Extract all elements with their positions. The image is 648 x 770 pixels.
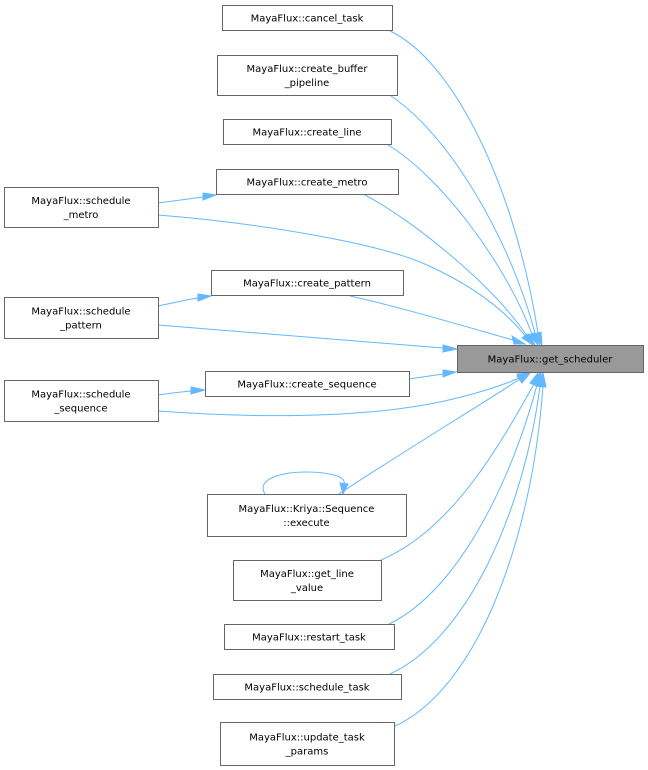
edge-kriya_sequence_execute-to-kriya_sequence_execute xyxy=(262,471,349,496)
edge-line xyxy=(349,295,514,341)
node-label: MayaFlux::get_line xyxy=(260,569,354,580)
edge-schedule_sequence-to-create_sequence xyxy=(157,386,206,396)
node-label: MayaFlux::get_scheduler xyxy=(488,355,614,366)
edge-line xyxy=(262,471,345,495)
node-create-sequence[interactable]: MayaFlux::create_sequence xyxy=(205,371,410,397)
node-box[interactable] xyxy=(207,494,407,537)
node-label: _pipeline xyxy=(284,78,330,89)
node-label: MayaFlux::restart_task xyxy=(252,633,366,644)
node-label: MayaFlux::schedule xyxy=(31,390,130,401)
node-label: MayaFlux::cancel_task xyxy=(251,14,364,25)
arrowhead-icon xyxy=(190,386,206,395)
edge-line xyxy=(390,95,536,334)
node-box[interactable] xyxy=(4,380,159,422)
node-box[interactable] xyxy=(222,5,393,31)
edge-create_sequence-to-get_scheduler xyxy=(408,369,458,380)
edge-line xyxy=(157,214,527,338)
node-label: MayaFlux::create_pattern xyxy=(243,279,371,290)
node-label: MayaFlux::create_sequence xyxy=(237,380,376,391)
node-label: _sequence xyxy=(53,404,107,415)
edge-line xyxy=(389,385,541,675)
arrowhead-icon xyxy=(202,192,218,201)
node-kriya-sequence-execute[interactable]: MayaFlux::Kriya::Sequence::execute xyxy=(207,494,407,537)
node-schedule-metro[interactable]: MayaFlux::schedule_metro xyxy=(4,187,159,228)
node-schedule-sequence[interactable]: MayaFlux::schedule_sequence xyxy=(4,380,159,422)
node-create-metro[interactable]: MayaFlux::create_metro xyxy=(216,169,399,195)
node-get-scheduler[interactable]: MayaFlux::get_scheduler xyxy=(457,345,644,373)
edge-line xyxy=(389,30,539,334)
node-label: MayaFlux::Kriya::Sequence xyxy=(239,504,375,515)
edge-line xyxy=(392,385,544,728)
edge-cancel_task-to-get_scheduler xyxy=(389,30,543,346)
edge-line xyxy=(408,373,444,380)
arrowhead-icon xyxy=(521,333,534,346)
node-box[interactable] xyxy=(213,674,402,700)
node-box[interactable] xyxy=(457,345,644,373)
node-create-pattern[interactable]: MayaFlux::create_pattern xyxy=(211,270,404,296)
node-schedule-pattern[interactable]: MayaFlux::schedule_pattern xyxy=(4,297,159,339)
arrowhead-icon xyxy=(516,372,532,384)
arrowhead-icon xyxy=(538,371,547,388)
node-box[interactable] xyxy=(233,560,382,601)
edge-line xyxy=(157,377,520,417)
node-label: MayaFlux::schedule xyxy=(31,196,130,207)
arrowhead-icon xyxy=(197,293,213,302)
edge-line xyxy=(388,384,538,625)
node-box[interactable] xyxy=(205,371,410,397)
node-label: MayaFlux::create_buffer xyxy=(247,64,369,75)
node-label: ::execute xyxy=(283,518,329,529)
edge-schedule_pattern-to-get_scheduler xyxy=(157,324,458,353)
edge-schedule_pattern-to-create_pattern xyxy=(157,293,213,307)
node-box[interactable] xyxy=(220,722,395,766)
edge-line xyxy=(338,378,521,495)
node-label: _pattern xyxy=(59,321,102,332)
edge-create_buffer_pipeline-to-get_scheduler xyxy=(390,95,541,346)
edge-schedule_task-to-get_scheduler xyxy=(389,371,544,675)
edges-layer xyxy=(157,30,547,728)
node-label: _value xyxy=(290,583,323,594)
edge-line xyxy=(157,390,192,396)
node-box[interactable] xyxy=(217,55,398,96)
edge-kriya_sequence_execute-to-get_scheduler xyxy=(338,372,532,495)
arrowhead-icon xyxy=(339,482,349,496)
arrowhead-icon xyxy=(511,334,527,345)
node-label: _metro xyxy=(63,210,99,221)
edge-create_line-to-get_scheduler xyxy=(387,144,539,346)
node-cancel-task[interactable]: MayaFlux::cancel_task xyxy=(222,5,393,31)
node-label: MayaFlux::create_metro xyxy=(247,178,368,189)
edge-line xyxy=(364,194,528,337)
edge-update_task_params-to-get_scheduler xyxy=(392,371,547,728)
node-label: _params xyxy=(285,747,329,758)
node-box[interactable] xyxy=(4,297,159,339)
arrowhead-icon xyxy=(442,344,458,353)
node-box[interactable] xyxy=(211,270,404,296)
node-label: MayaFlux::create_line xyxy=(252,128,361,139)
node-label: MayaFlux::update_task xyxy=(249,733,365,744)
edge-create_pattern-to-get_scheduler xyxy=(349,295,527,345)
edge-line xyxy=(387,144,533,335)
edge-schedule_metro-to-create_metro xyxy=(157,192,218,204)
edge-line xyxy=(157,297,199,307)
arrowhead-icon xyxy=(442,369,458,378)
node-box[interactable] xyxy=(223,119,392,145)
nodes-layer: MayaFlux::get_scheduler MayaFlux::cancel_… xyxy=(4,5,644,766)
edge-restart_task-to-get_scheduler xyxy=(388,371,541,625)
node-schedule-task[interactable]: MayaFlux::schedule_task xyxy=(213,674,402,700)
node-update-task-params[interactable]: MayaFlux::update_task_params xyxy=(220,722,395,766)
node-box[interactable] xyxy=(224,624,395,650)
node-box[interactable] xyxy=(216,169,399,195)
arrowhead-icon xyxy=(528,332,539,346)
node-restart-task[interactable]: MayaFlux::restart_task xyxy=(224,624,395,650)
node-label: MayaFlux::schedule xyxy=(31,307,130,318)
edge-line xyxy=(157,324,444,349)
node-create-buffer-pipeline[interactable]: MayaFlux::create_buffer_pipeline xyxy=(217,55,398,96)
edge-schedule_metro-to-get_scheduler xyxy=(157,214,534,346)
node-create-line[interactable]: MayaFlux::create_line xyxy=(223,119,392,145)
edge-line xyxy=(157,196,204,204)
node-box[interactable] xyxy=(4,187,159,228)
node-get-line-value[interactable]: MayaFlux::get_line_value xyxy=(233,560,382,601)
node-label: MayaFlux::schedule_task xyxy=(244,683,369,694)
edge-line xyxy=(380,383,535,561)
